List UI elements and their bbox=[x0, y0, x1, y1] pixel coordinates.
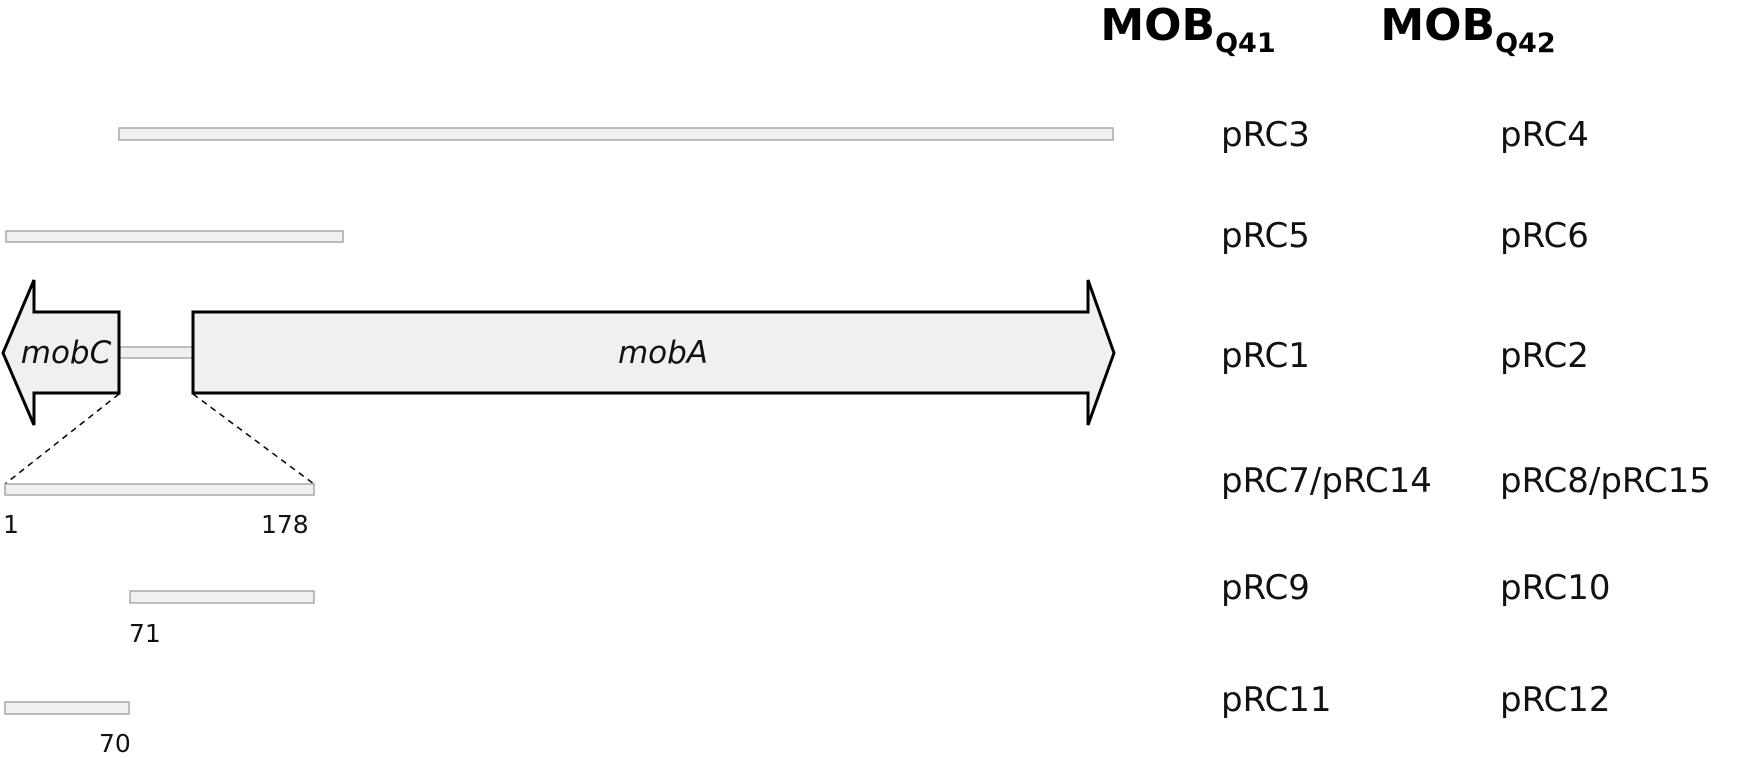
construct-label-prc7-prc14: pRC7/pRC14 bbox=[1221, 461, 1432, 501]
position-label-1: 1 bbox=[3, 510, 19, 539]
construct-label-prc3: pRC3 bbox=[1221, 115, 1310, 155]
moba-gene-label: mobA bbox=[618, 335, 708, 371]
construct-label-prc6: pRC6 bbox=[1500, 216, 1589, 256]
position-label-70: 70 bbox=[99, 729, 131, 758]
moba-gene-arrow bbox=[191, 279, 1116, 426]
fragment-bar-1-178 bbox=[4, 483, 315, 496]
fragment-bar-1-70 bbox=[4, 701, 130, 715]
zoom-line-right bbox=[192, 393, 315, 485]
construct-label-prc9: pRC9 bbox=[1221, 568, 1310, 608]
fragment-bar-prc3-prc4 bbox=[118, 127, 1114, 141]
construct-label-prc8-prc15: pRC8/pRC15 bbox=[1500, 461, 1711, 501]
mobc-gene-arrow bbox=[1, 279, 121, 426]
construct-label-prc10: pRC10 bbox=[1500, 568, 1611, 608]
construct-label-prc1: pRC1 bbox=[1221, 336, 1310, 376]
fragment-bar-71-178 bbox=[129, 590, 315, 604]
construct-label-prc11: pRC11 bbox=[1221, 680, 1332, 720]
position-label-178: 178 bbox=[261, 510, 309, 539]
construct-label-prc5: pRC5 bbox=[1221, 216, 1310, 256]
construct-label-prc4: pRC4 bbox=[1500, 115, 1589, 155]
construct-label-prc12: pRC12 bbox=[1500, 680, 1611, 720]
position-label-71: 71 bbox=[129, 619, 161, 648]
column-header-mob-q42: MOBQ42 bbox=[1380, 0, 1555, 59]
intergenic-linker bbox=[119, 346, 194, 359]
column-header-mob-q41: MOBQ41 bbox=[1100, 0, 1275, 59]
mobc-gene-label: mobC bbox=[21, 335, 112, 371]
fragment-bar-prc5-prc6 bbox=[5, 230, 344, 243]
zoom-line-left bbox=[4, 393, 120, 485]
construct-label-prc2: pRC2 bbox=[1500, 336, 1589, 376]
